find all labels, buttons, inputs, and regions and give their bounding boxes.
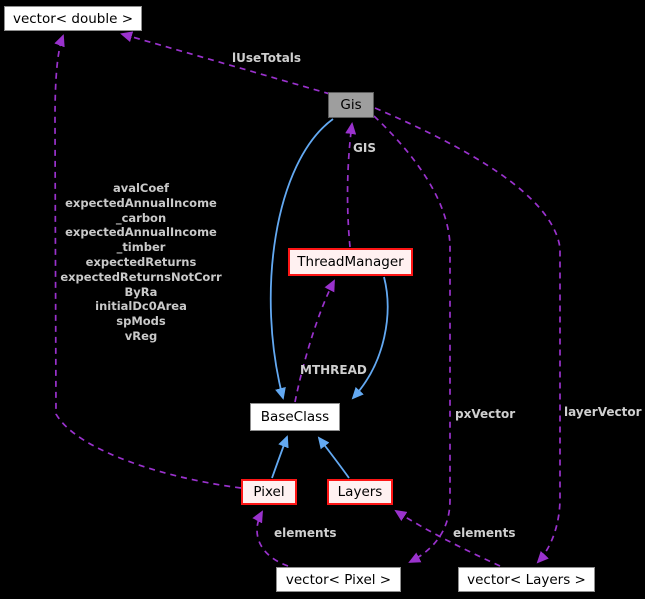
member-line: expectedReturnsNotCorr bbox=[60, 269, 222, 284]
edge-vector-layers-to-layers bbox=[394, 509, 501, 567]
edge-threadmanager-inherits-baseclass bbox=[351, 276, 389, 400]
edge-vector-pixel-to-pixel bbox=[252, 510, 289, 567]
node-vector-pixel-label: vector< Pixel > bbox=[285, 571, 392, 588]
node-baseclass-label: BaseClass bbox=[260, 409, 330, 425]
node-vector-layers-label: vector< Layers > bbox=[467, 571, 586, 588]
member-line: expectedAnnualIncome bbox=[65, 225, 217, 240]
edge-label-gis: GIS bbox=[353, 141, 376, 155]
node-pixel-label: Pixel bbox=[253, 484, 285, 500]
node-vector-double[interactable]: vector< double > bbox=[4, 6, 142, 31]
member-line: vReg bbox=[124, 328, 158, 343]
member-line: _carbon bbox=[115, 210, 167, 225]
member-line: _timber bbox=[116, 240, 166, 255]
member-line: initialDc0Area bbox=[95, 299, 187, 314]
edge-label-lusetotals: lUseTotals bbox=[232, 51, 302, 65]
node-vector-double-label: vector< double > bbox=[12, 10, 134, 27]
edge-label-layervector: layerVector bbox=[564, 405, 642, 419]
edge-gis-to-vector-pixel bbox=[373, 115, 451, 563]
member-line: avalCoef bbox=[112, 181, 170, 195]
edge-gis-to-vector-double bbox=[120, 31, 331, 95]
node-threadmanager-label: ThreadManager bbox=[297, 254, 404, 270]
node-threadmanager[interactable]: ThreadManager bbox=[288, 248, 413, 276]
node-vector-layers[interactable]: vector< Layers > bbox=[458, 567, 595, 592]
node-gis-label: Gis bbox=[340, 97, 362, 113]
edge-pixel-to-vector-double bbox=[54, 34, 242, 489]
node-baseclass[interactable]: BaseClass bbox=[250, 403, 340, 431]
node-layers-label: Layers bbox=[337, 484, 383, 500]
edge-label-pxvector: pxVector bbox=[455, 407, 516, 421]
edge-threadmanager-to-gis bbox=[345, 122, 357, 248]
edge-label-elements-layers: elements bbox=[453, 526, 516, 540]
member-line: ByRa bbox=[124, 284, 158, 299]
edge-pixel-inherits-baseclass bbox=[271, 435, 289, 479]
edge-layers-inherits-baseclass bbox=[317, 436, 350, 479]
member-line: expectedAnnualIncome bbox=[65, 195, 217, 210]
node-vector-pixel[interactable]: vector< Pixel > bbox=[276, 567, 401, 592]
node-pixel[interactable]: Pixel bbox=[241, 479, 297, 505]
node-layers[interactable]: Layers bbox=[327, 479, 393, 505]
edge-baseclass-to-threadmanager bbox=[294, 279, 335, 403]
edge-label-pixel-member-list: avalCoef expectedAnnualIncome _carbon ex… bbox=[40, 181, 242, 344]
node-gis[interactable]: Gis bbox=[328, 92, 374, 118]
edge-gis-to-vector-layers bbox=[374, 107, 561, 564]
member-line: spMods bbox=[116, 314, 166, 329]
edge-gis-inherits-baseclass bbox=[269, 118, 334, 400]
edge-label-elements-pixel: elements bbox=[274, 526, 337, 540]
member-line: expectedReturns bbox=[85, 254, 197, 269]
edge-label-mthread: MTHREAD bbox=[300, 363, 367, 377]
